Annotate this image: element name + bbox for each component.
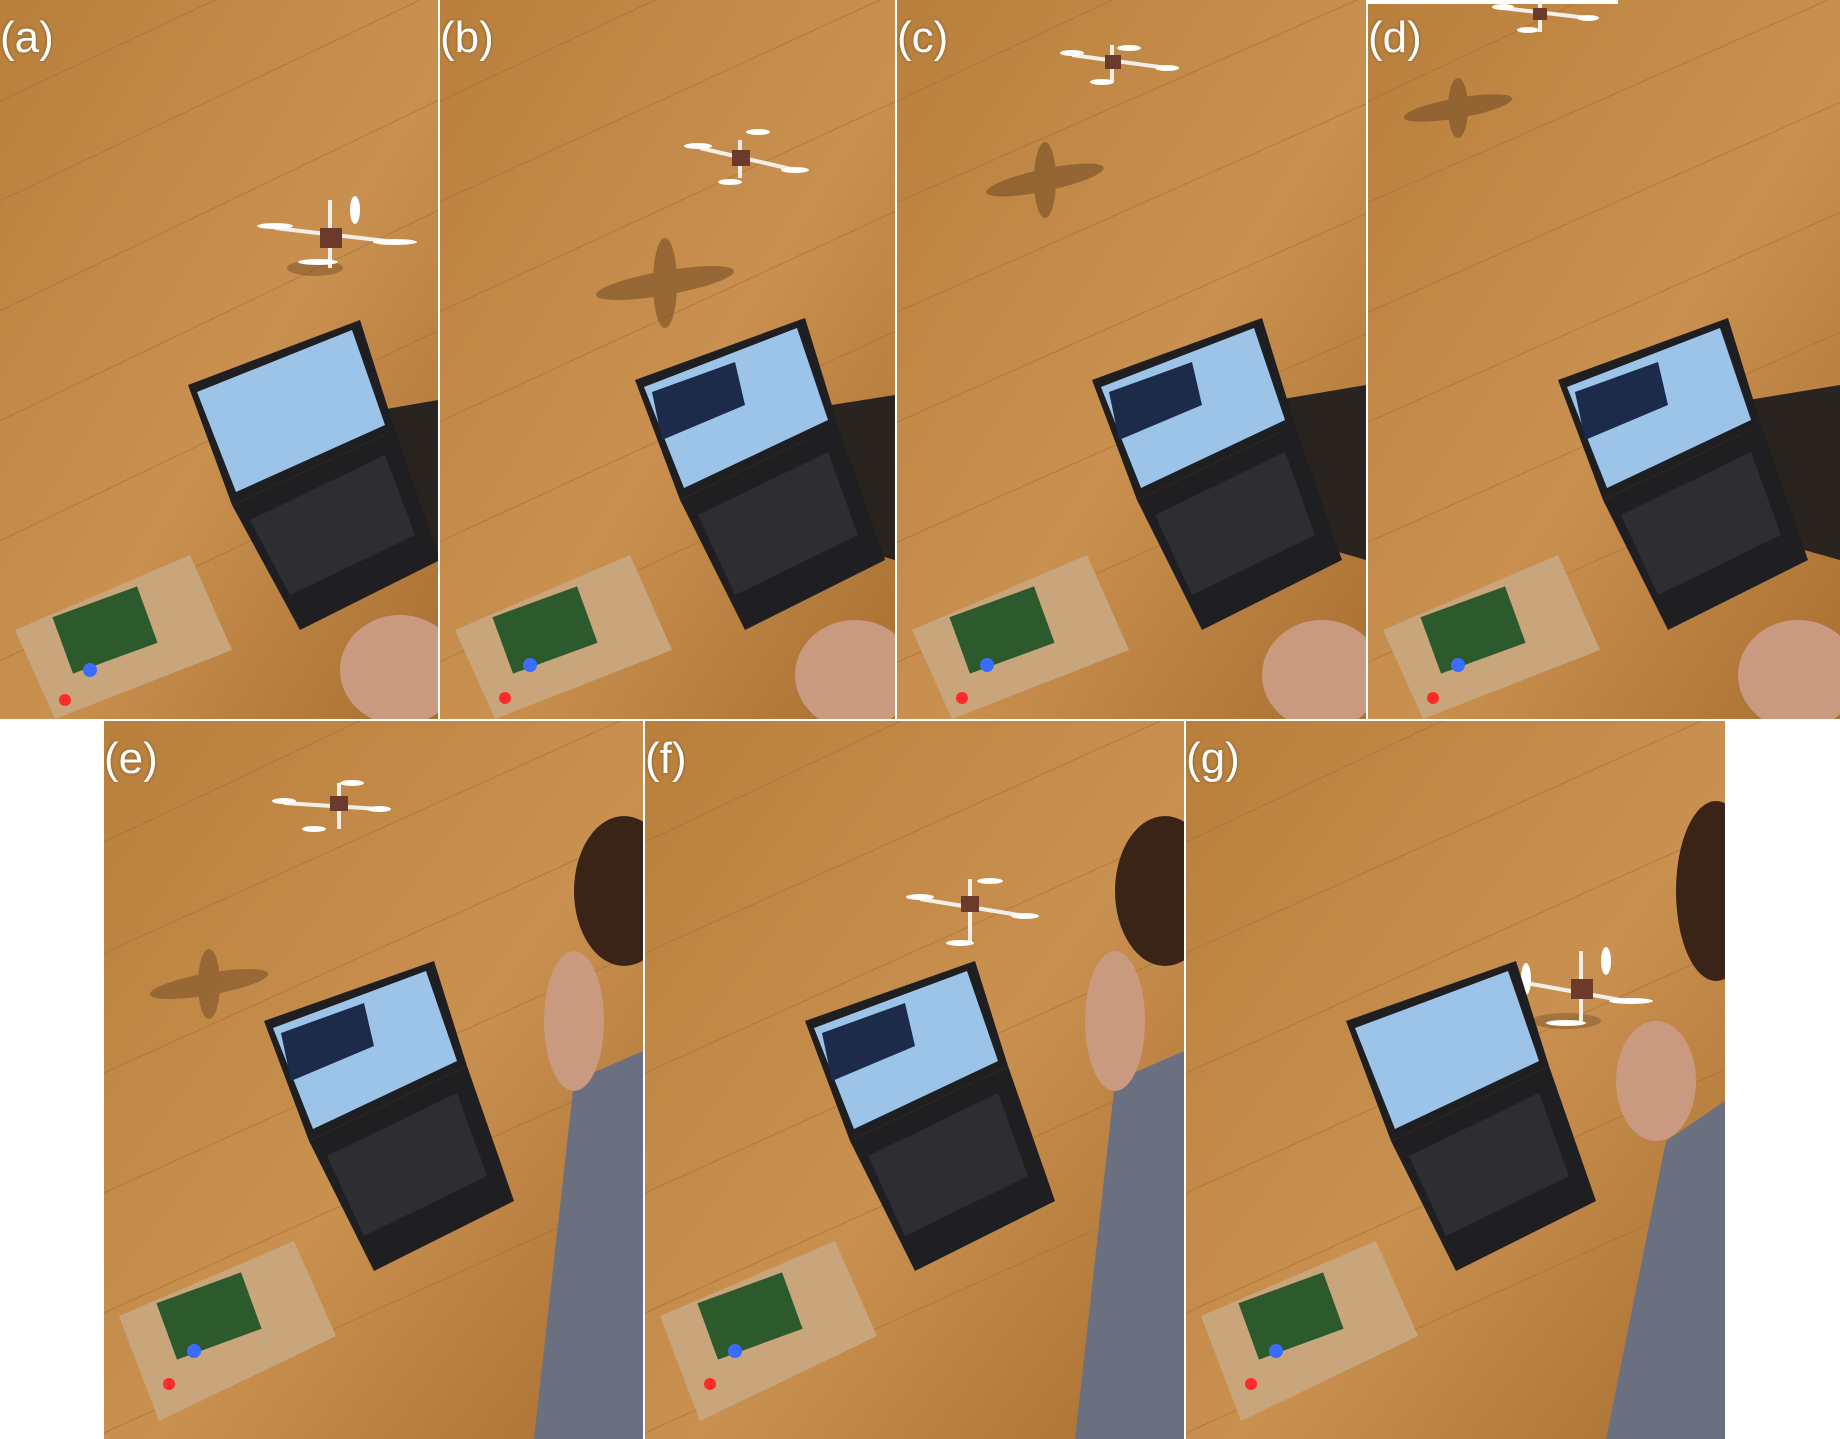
electronics-board: [455, 555, 672, 719]
panel-label: (a): [0, 13, 54, 62]
photo-panel-f: (f): [645, 721, 1184, 1439]
person-knee: [340, 615, 438, 719]
wooden-floor: [440, 0, 895, 719]
laptop: [264, 961, 514, 1271]
person-head: [534, 816, 643, 1439]
scene-e: [104, 721, 643, 1439]
laptop: [635, 318, 885, 630]
scene-c: [897, 0, 1366, 719]
photo-panel-b: (b): [440, 0, 895, 719]
laptop: [1558, 318, 1808, 630]
panel-label: (g): [1186, 734, 1240, 783]
electronics-board: [1201, 1241, 1418, 1421]
laptop: [1092, 318, 1342, 630]
electronics-board: [660, 1241, 877, 1421]
panel-label: (b): [440, 13, 494, 62]
scene-f: [645, 721, 1184, 1439]
drone: [257, 196, 417, 268]
photo-panel-d: (d): [1368, 0, 1840, 719]
person-knee: [795, 620, 895, 719]
scene-b: [440, 0, 895, 719]
electronics-board: [119, 1241, 336, 1421]
person-knee: [1262, 620, 1366, 719]
drone: [1060, 45, 1179, 85]
laptop: [805, 961, 1055, 1271]
electronics-board: [1383, 555, 1600, 719]
panel-label: (c): [897, 13, 949, 62]
drone-shadow: [596, 238, 734, 328]
drone: [906, 878, 1039, 946]
panel-label: (e): [104, 734, 158, 783]
laptop: [1346, 961, 1596, 1271]
drone: [1521, 947, 1653, 1026]
scene-d: [1368, 0, 1840, 719]
drone-shadow: [149, 949, 269, 1019]
person-knee: [1738, 620, 1840, 719]
photo-panel-c: (c): [897, 0, 1366, 719]
drone: [272, 780, 391, 832]
person-head: [1075, 816, 1184, 1439]
drone-shadow: [986, 142, 1104, 218]
electronics-board: [15, 555, 232, 719]
panel-label: (d): [1368, 13, 1422, 62]
photo-panel-a: (a): [0, 0, 438, 719]
scene-a: [0, 0, 438, 719]
wooden-floor: [897, 0, 1366, 719]
person-head: [1606, 801, 1725, 1439]
laptop: [188, 320, 438, 630]
panel-label: (f): [645, 734, 687, 783]
electronics-board: [912, 555, 1129, 719]
top-edge: [1368, 0, 1618, 4]
drone-shadow: [1403, 78, 1513, 138]
scene-g: [1186, 721, 1725, 1439]
photo-panel-g: (g): [1186, 721, 1725, 1439]
photo-panel-e: (e): [104, 721, 643, 1439]
drone: [1492, 2, 1599, 33]
drone: [684, 129, 809, 185]
